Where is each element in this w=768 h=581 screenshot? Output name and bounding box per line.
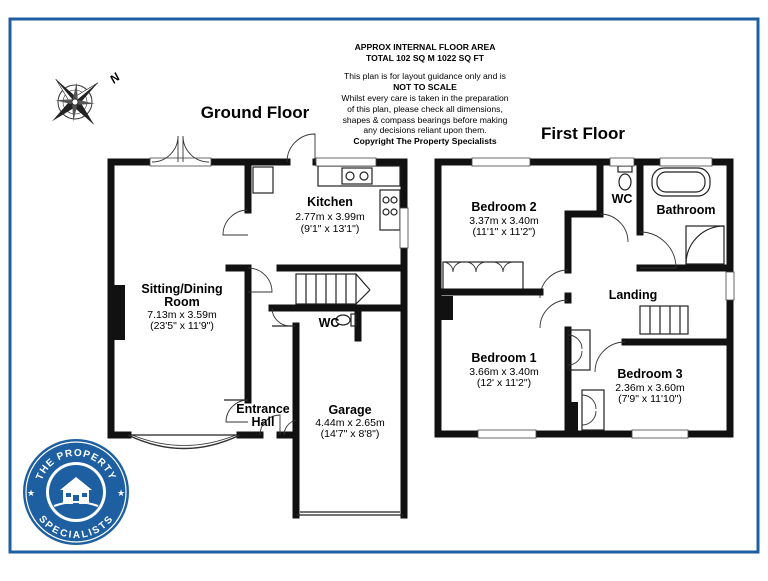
bathroom-name: Bathroom <box>656 203 715 217</box>
entrance-hall-name-1: Entrance <box>236 402 290 416</box>
disclaimer-line-1: This plan is for layout guidance only an… <box>344 71 506 81</box>
sitting-room-metric: 7.13m x 3.59m <box>147 309 217 321</box>
disclaimer-line-2: NOT TO SCALE <box>393 82 457 92</box>
copyright-text: Copyright The Property Specialists <box>353 136 496 146</box>
kitchen-name: Kitchen <box>307 195 353 209</box>
ground-floor-labels: Kitchen 2.77m x 3.99m (9'1" x 13'1") Sit… <box>141 195 385 440</box>
kitchen-imperial: (9'1" x 13'1") <box>301 223 360 235</box>
compass-north-label: N <box>107 70 123 87</box>
disclaimer-line-5: shapes & compass bearings before making <box>343 115 508 125</box>
first-floor-stairs <box>639 305 689 335</box>
bedroom-3-imperial: (7'9" x 11'10") <box>618 393 682 405</box>
wardrobe-bedroom-2 <box>442 261 524 291</box>
ground-floor-title: Ground Floor <box>201 103 310 122</box>
bedroom-1-metric: 3.66m x 3.40m <box>469 366 539 378</box>
bedroom-3-name: Bedroom 3 <box>617 367 682 381</box>
bedroom-2-name: Bedroom 2 <box>471 200 536 214</box>
disclaimer-line-6: any decisions reliant upon them. <box>363 125 486 135</box>
sitting-room-name-2: Room <box>164 295 199 309</box>
first-floor-title: First Floor <box>541 124 625 143</box>
bedroom-1-name: Bedroom 1 <box>471 351 536 365</box>
company-logo: THE PROPERTY SPECIALISTS ★ ★ <box>23 439 129 545</box>
sitting-room-imperial: (23'5" x 11'9") <box>150 320 214 332</box>
landing-name: Landing <box>609 288 658 302</box>
area-title: APPROX INTERNAL FLOOR AREA <box>355 42 496 52</box>
page-frame <box>8 17 760 554</box>
bedroom-2-imperial: (11'1" x 11'2") <box>472 226 535 238</box>
garage-imperial: (14'7" x 8'8") <box>321 428 380 440</box>
disclaimer-line-3: Whilst every care is taken in the prepar… <box>341 93 508 103</box>
bedroom-2-metric: 3.37m x 3.40m <box>469 215 539 227</box>
area-value: TOTAL 102 SQ M 1022 SQ FT <box>366 53 485 63</box>
compass-rose-icon <box>52 78 99 125</box>
bedroom-3-metric: 2.36m x 3.60m <box>615 382 685 394</box>
garage-metric: 4.44m x 2.65m <box>315 417 385 429</box>
ground-wc-name: WC <box>319 316 340 330</box>
disclaimer-line-4: of this plan, please check all dimension… <box>347 104 503 114</box>
first-floor-labels: Bedroom 2 3.37m x 3.40m (11'1" x 11'2") … <box>469 192 715 405</box>
first-wc-name: WC <box>612 192 633 206</box>
logo-star-left-icon: ★ <box>27 488 35 498</box>
ground-stairs <box>295 273 371 305</box>
bedroom-1-imperial: (12' x 11'2") <box>477 377 531 389</box>
entrance-hall-name-2: Hall <box>252 415 275 429</box>
logo-star-right-icon: ★ <box>117 488 125 498</box>
house-icon <box>53 477 99 507</box>
first-floor-plan <box>434 157 735 439</box>
sitting-room-name-1: Sitting/Dining <box>141 282 222 296</box>
kitchen-metric: 2.77m x 3.99m <box>295 211 365 223</box>
garage-name: Garage <box>328 403 371 417</box>
header-info: APPROX INTERNAL FLOOR AREA TOTAL 102 SQ … <box>341 42 508 146</box>
ground-floor-plan <box>107 133 409 519</box>
